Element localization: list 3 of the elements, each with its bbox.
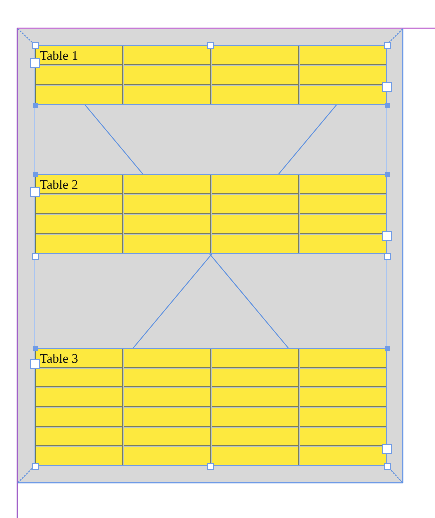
table-title: Table 2: [40, 177, 78, 192]
table-title: Table 3: [40, 351, 78, 366]
table-title: Table 1: [40, 48, 78, 63]
